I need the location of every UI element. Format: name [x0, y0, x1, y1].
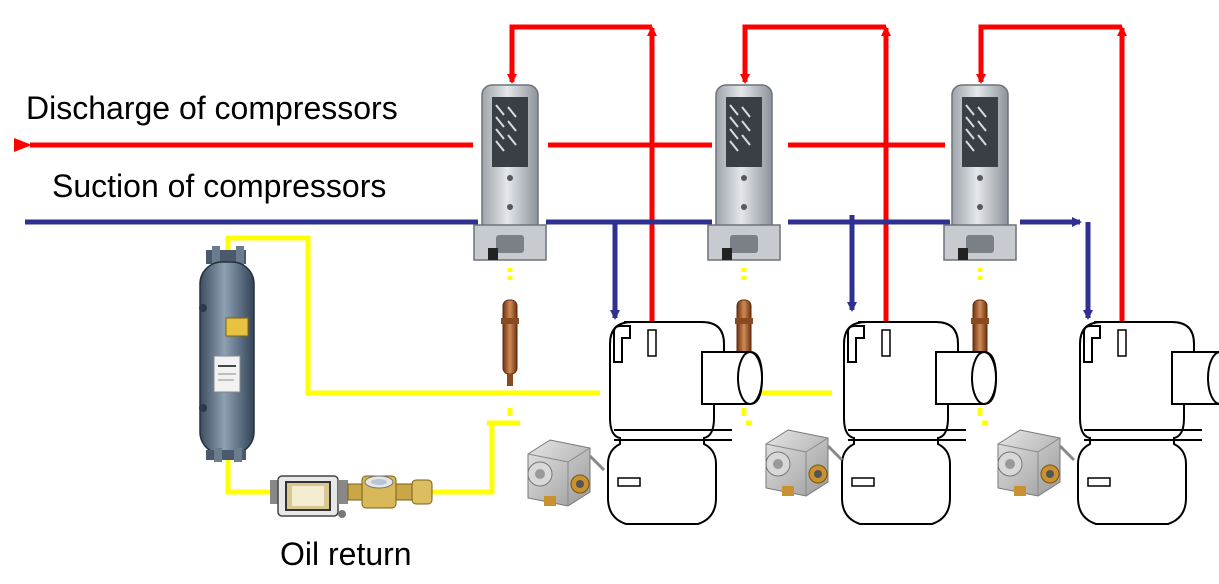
- oil-separator-2: [707, 84, 781, 261]
- oil-reservoir: [199, 246, 255, 462]
- discharge-label: Discharge of compressors: [26, 90, 398, 126]
- oil-separator-3: [943, 84, 1017, 261]
- suction-line: [25, 215, 1093, 320]
- oil-valve-block-1: [526, 438, 606, 508]
- sight-glass: [347, 475, 433, 509]
- oil-valve-block-3: [996, 428, 1076, 498]
- oil-level-regulator-1: [500, 299, 520, 387]
- compressor-1: [607, 321, 763, 525]
- oil-separator-1: [473, 84, 547, 261]
- suction-label: Suction of compressors: [52, 168, 387, 204]
- oil-filter: [270, 475, 348, 518]
- oil-line: [225, 235, 988, 495]
- oil-valve-block-2: [764, 428, 844, 498]
- oil-return-label: Oil return: [280, 536, 412, 572]
- discharge-line: [14, 24, 1127, 330]
- compressor-3: [1077, 321, 1219, 525]
- compressor-2: [841, 321, 997, 525]
